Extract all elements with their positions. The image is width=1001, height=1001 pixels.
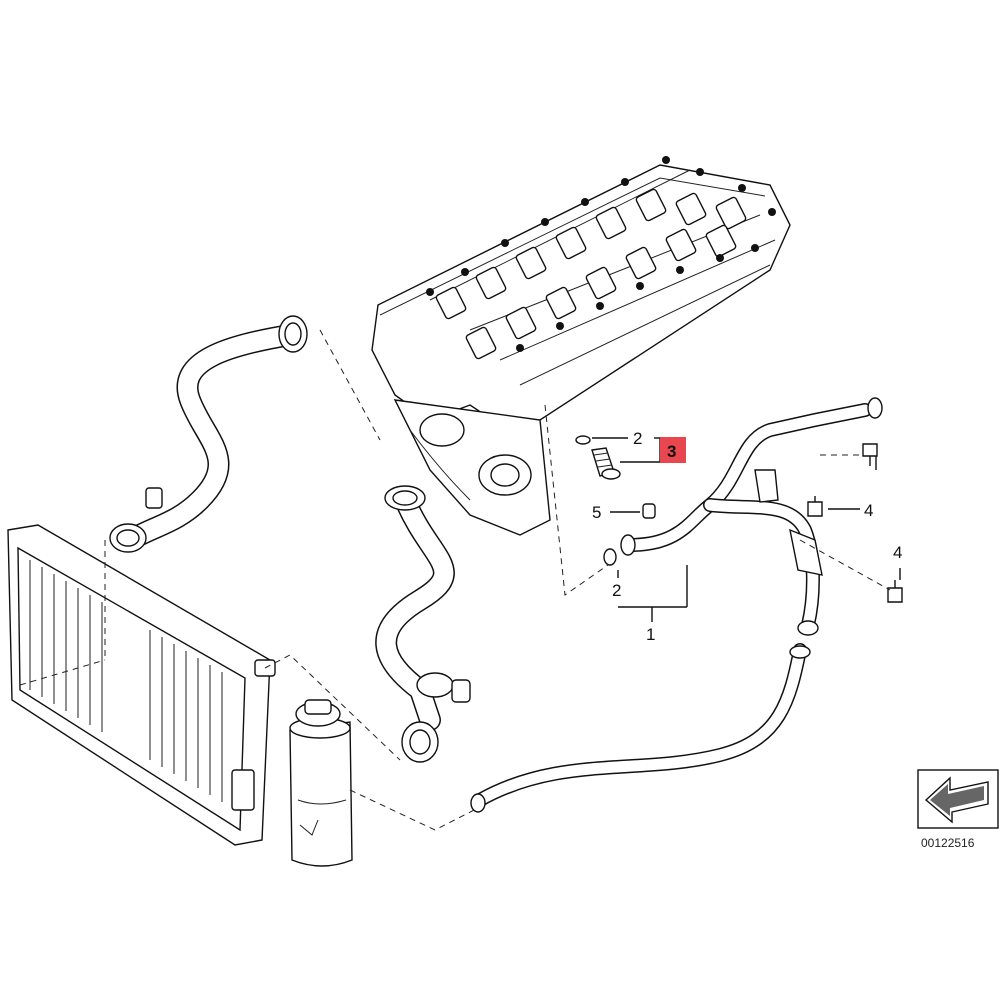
expansion-tank (289, 699, 353, 867)
leader-lines (592, 437, 901, 622)
callout-4-upper: 4 (864, 501, 873, 520)
head-bolts (426, 156, 776, 352)
cam-bearings (435, 188, 747, 360)
plug-item-5 (642, 503, 656, 519)
callout-3-highlight (660, 437, 686, 463)
callout-3: 3 (667, 442, 676, 461)
radiator-fins (29, 560, 223, 802)
o-ring-lower (603, 548, 617, 566)
radiator (7, 524, 276, 846)
arrow-pointer-icon (924, 776, 989, 824)
upper-radiator-hose (109, 315, 308, 553)
callout-2-upper: 2 (633, 429, 642, 448)
bolt-lower (887, 580, 903, 603)
lower-radiator-hose (375, 485, 471, 763)
callout-4-lower: 4 (893, 543, 902, 562)
callout-1: 1 (646, 625, 655, 644)
corner-reference: 00122516 (917, 769, 999, 850)
coolant-hose-item-1 (620, 397, 883, 636)
cylinder-head (371, 156, 791, 536)
callout-5: 5 (592, 503, 601, 522)
o-ring-upper (575, 435, 591, 445)
bolt-upper (862, 443, 878, 466)
reference-number: 00122516 (921, 836, 975, 850)
callout-2-lower: 2 (612, 581, 621, 600)
expansion-tank-hose (470, 643, 811, 813)
callouts: 2 3 5 2 1 4 4 (592, 429, 902, 644)
bolt-middle (807, 496, 823, 517)
assembly-lines (19, 329, 891, 831)
fitting-item-3 (591, 447, 621, 480)
